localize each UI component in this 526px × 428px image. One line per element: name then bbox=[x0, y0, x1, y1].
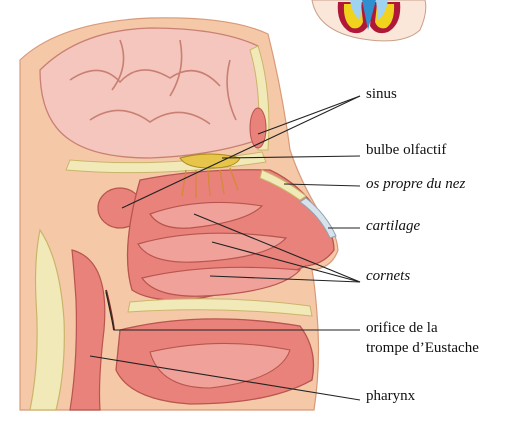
head-section bbox=[20, 18, 338, 410]
label-cornets: cornets bbox=[366, 268, 410, 285]
inset-frontal-section bbox=[312, 0, 426, 41]
label-orifice-trompe-eustache: orifice de la trompe d’Eustache bbox=[366, 318, 526, 358]
label-pharynx: pharynx bbox=[366, 388, 415, 405]
label-bulbe-olfactif: bulbe olfactif bbox=[366, 142, 446, 159]
label-orifice-line-2: trompe d’Eustache bbox=[366, 340, 479, 356]
label-orifice-line-1: orifice de la bbox=[366, 320, 438, 336]
label-cartilage: cartilage bbox=[366, 218, 420, 235]
label-sinus: sinus bbox=[366, 86, 397, 103]
label-os-propre-du-nez: os propre du nez bbox=[366, 176, 465, 193]
